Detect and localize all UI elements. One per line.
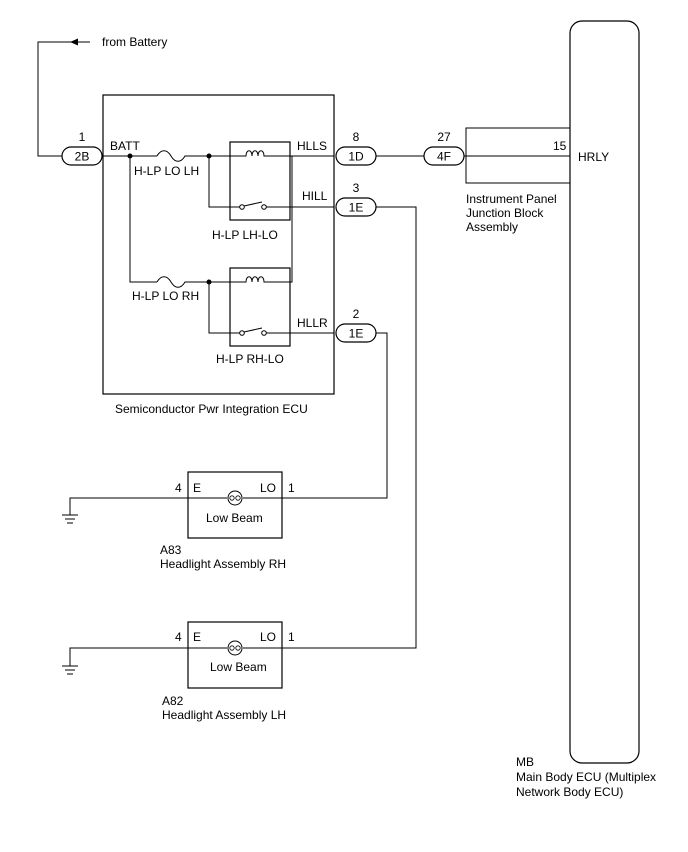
junction-block: 15 Instrument Panel Junction Block Assem… <box>465 127 570 234</box>
junction-block-name-3: Assembly <box>466 220 518 234</box>
headlight-rh-e-pin: E <box>193 481 201 495</box>
connector-1e-hllr: 1E 2 <box>335 307 377 343</box>
lamp-icon <box>227 640 243 656</box>
hill-to-lh-wire <box>282 206 417 649</box>
junction-dot <box>206 279 212 285</box>
spi-ecu-box <box>102 94 335 395</box>
spi-ecu: Semiconductor Pwr Integration ECU BATT H… <box>102 94 335 416</box>
relay-coil-link-wire <box>290 156 293 283</box>
junction-dot <box>206 153 212 159</box>
headlight-lh-lo-pin: LO <box>260 630 276 644</box>
spi-ecu-name: Semiconductor Pwr Integration ECU <box>115 402 308 416</box>
headlight-lh-name: Headlight Assembly LH <box>162 708 286 722</box>
headlight-lh-e-pin: E <box>193 630 201 644</box>
connector-1e-hllr-code: 1E <box>349 327 364 341</box>
headlight-rh-e-pin-num: 4 <box>175 481 182 495</box>
relay-rh-contact <box>239 330 245 336</box>
battery-feed: from Battery <box>37 35 167 157</box>
junction-dot <box>127 153 133 159</box>
fuse-rh-icon <box>156 276 190 288</box>
relay-rh: H-LP RH-LO <box>216 267 291 366</box>
relay-rh-contact <box>261 330 267 336</box>
headlight-rh-code: A83 <box>160 543 182 557</box>
relay-rh-box <box>229 267 291 347</box>
main-body-ecu-name-2: Network Body ECU) <box>516 785 623 799</box>
battery-wire <box>37 41 90 157</box>
fuse-lh-label: H-LP LO LH <box>134 164 199 178</box>
relay-lh-contact <box>239 204 245 210</box>
connector-1d-code: 1D <box>348 150 364 164</box>
hllr-to-rh-wire <box>282 332 388 499</box>
headlight-rh-name: Headlight Assembly RH <box>160 557 286 571</box>
relay-lh-switch-icon <box>243 201 263 207</box>
headlight-rh-lo-pin-num: 1 <box>288 481 295 495</box>
connector-1d: 1D 8 <box>335 130 377 166</box>
junction-block-box <box>465 127 570 184</box>
relay-rh-switch-icon <box>243 327 263 333</box>
connector-2b-body <box>61 146 103 166</box>
connector-2b-pin: 1 <box>79 130 86 144</box>
main-body-ecu-box <box>569 20 640 764</box>
main-body-ecu-name-1: Main Body ECU (Multiplex <box>516 770 656 784</box>
relay-lh-coil-icon <box>230 150 290 157</box>
connector-1e-hill-code: 1E <box>349 201 364 215</box>
ground-icon <box>62 514 78 524</box>
junction-block-pin: 15 <box>553 139 567 153</box>
junction-block-name-1: Instrument Panel <box>466 192 557 206</box>
fuse-lh-icon <box>156 150 190 162</box>
relay-lh-label: H-LP LH-LO <box>212 228 278 242</box>
connector-1e-hllr-pin: 2 <box>353 307 360 321</box>
headlight-rh-lamp-label: Low Beam <box>206 511 263 525</box>
connector-4f-code: 4F <box>437 150 451 164</box>
connector-4f-pin: 27 <box>437 130 451 144</box>
battery-label: from Battery <box>102 35 167 49</box>
battery-arrow-icon <box>70 38 78 46</box>
relay-lh: H-LP LH-LO <box>212 141 291 242</box>
relay-rh-coil-icon <box>230 276 290 283</box>
connector-4f: 4F 27 <box>423 130 465 166</box>
batt-branch-wire <box>129 156 157 283</box>
relay-lh-switch-in-wire <box>208 156 235 208</box>
headlight-lh-lo-pin-num: 1 <box>288 630 295 644</box>
headlight-lh-code: A82 <box>162 694 184 708</box>
fuse-rh-label: H-LP LO RH <box>132 289 199 303</box>
connector-1e-hill-pin: 3 <box>353 181 360 195</box>
connector-2b-code: 2B <box>75 150 90 164</box>
lamp-icon <box>227 490 243 506</box>
headlight-rh-ground-wire <box>69 497 188 515</box>
headlight-rh: 4 E LO 1 Low Beam A83 Headlight Assembly… <box>62 471 295 571</box>
relay-lh-contact <box>261 204 267 210</box>
relay-lh-box <box>229 141 291 221</box>
batt-pin-label: BATT <box>110 139 140 153</box>
relay-rh-switch-in-wire <box>208 282 235 334</box>
hlls-pin-label: HLLS <box>297 139 327 153</box>
connector-1e-hill: 1E 3 <box>335 181 377 217</box>
connector-2b: 2B 1 <box>61 130 103 166</box>
junction-block-name-2: Junction Block <box>466 206 544 220</box>
ground-icon <box>62 665 78 675</box>
hill-pin-label: HILL <box>302 189 328 203</box>
main-body-ecu-code: MB <box>516 755 534 769</box>
headlight-rh-lo-pin: LO <box>260 481 276 495</box>
headlight-lh-lamp-label: Low Beam <box>210 660 267 674</box>
headlight-lh: 4 E LO 1 Low Beam A82 Headlight Assembly… <box>62 621 295 722</box>
connector-1d-pin: 8 <box>353 130 360 144</box>
hllr-pin-label: HLLR <box>297 316 328 330</box>
main-body-ecu-pin-label: HRLY <box>578 150 609 164</box>
relay-rh-label: H-LP RH-LO <box>216 352 284 366</box>
headlight-lh-ground-wire <box>69 647 188 666</box>
headlight-lh-e-pin-num: 4 <box>175 630 182 644</box>
main-body-ecu: HRLY MB Main Body ECU (Multiplex Network… <box>516 20 656 799</box>
